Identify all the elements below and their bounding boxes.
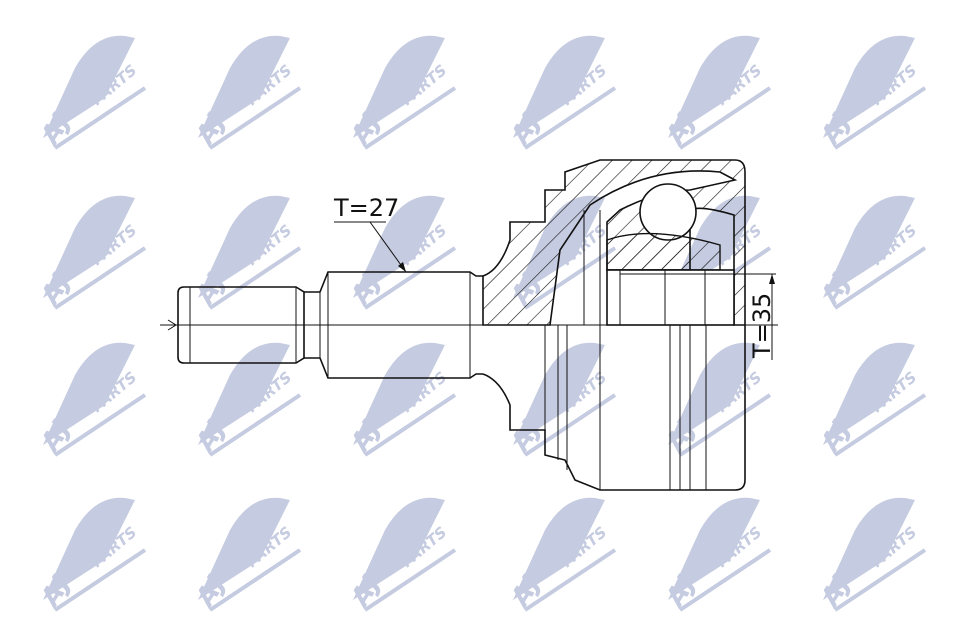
dimension-arrow-icon xyxy=(769,274,775,284)
splined-stub-shaft xyxy=(177,271,483,379)
joint-teeth-label: T=35 xyxy=(748,293,776,359)
ajs-parts-watermark-logo xyxy=(187,33,302,154)
ajs-parts-watermark-logo xyxy=(342,340,457,461)
ajs-parts-watermark-logo xyxy=(502,340,617,461)
ajs-parts-watermark-logo xyxy=(657,340,772,461)
ajs-parts-watermark-logo xyxy=(812,33,927,154)
ajs-parts-watermark-logo xyxy=(812,193,927,314)
ajs-parts-watermark-logo xyxy=(187,340,302,461)
ajs-parts-watermark-logo xyxy=(657,33,772,154)
ajs-parts-watermark-logo xyxy=(812,495,927,616)
ajs-parts-watermark-logo xyxy=(187,193,302,314)
leader-line xyxy=(369,221,407,273)
ajs-parts-watermark-logo xyxy=(342,33,457,154)
ajs-parts-watermark-logo xyxy=(812,340,927,461)
ajs-parts-watermark-logo xyxy=(32,193,147,314)
ajs-parts-watermark-logo xyxy=(502,495,617,616)
ajs-parts-watermark-logo xyxy=(32,495,147,616)
ajs-parts-watermark-logo xyxy=(187,495,302,616)
shaft-teeth-label: T=27 xyxy=(333,194,399,222)
outer-race-section xyxy=(482,159,746,326)
ajs-parts-watermark-logo xyxy=(657,495,772,616)
ajs-parts-watermark-logo xyxy=(32,33,147,154)
ajs-parts-watermark-logo xyxy=(502,33,617,154)
centerline-arrow-icon xyxy=(167,319,177,331)
ajs-parts-watermark-logo xyxy=(342,495,457,616)
outer-race-exterior xyxy=(482,325,746,491)
leader-arrow-icon xyxy=(398,262,406,272)
ajs-parts-watermark-logo xyxy=(32,340,147,461)
